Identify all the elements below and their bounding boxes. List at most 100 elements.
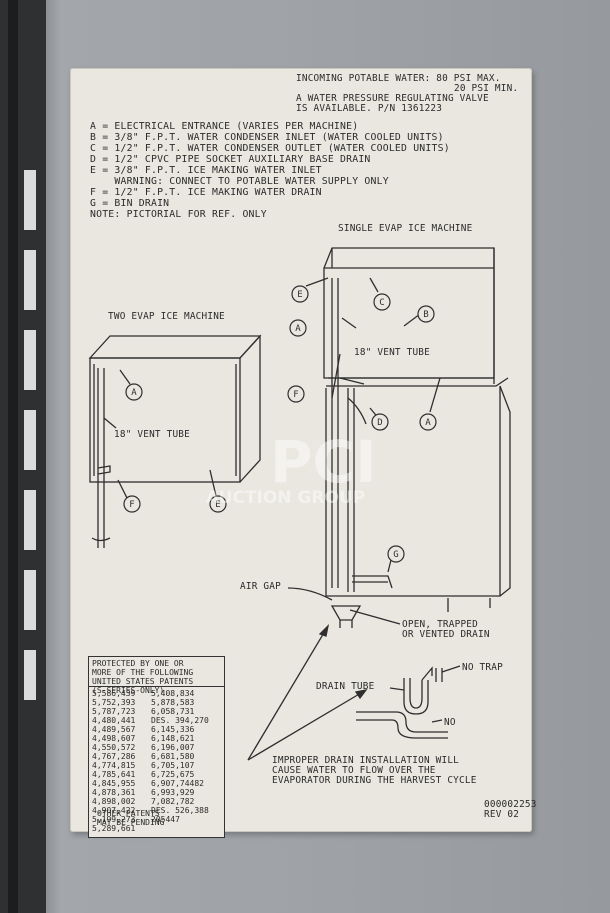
- improper-note-3: EVAPORATOR DURING THE HARVEST CYCLE: [272, 775, 477, 786]
- patent-header: PROTECTED BY ONE OR MORE OF THE FOLLOWIN…: [92, 659, 193, 695]
- watermark-logo: PCI: [270, 428, 377, 496]
- callout-e-single-evap: E: [291, 285, 309, 303]
- svg-text:A: A: [425, 418, 431, 428]
- patent-divider: [89, 686, 224, 687]
- patent-footer-line: MAY BE PENDING: [97, 818, 165, 827]
- no-trap-label: NO TRAP: [462, 662, 503, 673]
- patent-number: 6,145,336: [151, 725, 195, 734]
- patent-number: 6,148,621: [151, 734, 195, 743]
- callout-f-two-evap: F: [123, 495, 141, 513]
- callout-g: G: [387, 545, 405, 563]
- patent-number: 4,767,286: [92, 752, 136, 761]
- patent-number: 4,550,572: [92, 743, 136, 752]
- callout-a-single-lower: A: [419, 413, 437, 431]
- patent-header-line: (S-SERIES-ONLY): [92, 686, 165, 695]
- patent-number: 5,586,439: [92, 689, 136, 698]
- water-pressure-min: 20 PSI MIN.: [454, 83, 519, 94]
- patent-number: 6,705,107: [151, 761, 195, 770]
- installation-diagram: A F E E C B A F D A G: [88, 247, 511, 761]
- air-gap-label: AIR GAP: [240, 581, 281, 592]
- valve-part-number: IS AVAILABLE. P/N 1361223: [296, 103, 443, 114]
- legend-c: C = 1/2" F.P.T. WATER CONDENSER OUTLET (…: [90, 143, 450, 154]
- svg-text:E: E: [215, 500, 220, 510]
- patent-header-line: MORE OF THE FOLLOWING: [92, 668, 194, 677]
- callout-b: B: [417, 305, 435, 323]
- air-gap-drawing: [287, 587, 401, 628]
- patent-number: 4,480,441: [92, 716, 136, 725]
- patent-footer: OTHER PATENTS MAY BE PENDING: [97, 809, 164, 827]
- drain-trap-drawing: [356, 665, 461, 739]
- patent-header-line: PROTECTED BY ONE OR: [92, 659, 184, 668]
- patent-number: 4,907,422: [92, 806, 136, 815]
- patent-number: 4,774,815: [92, 761, 136, 770]
- legend-d: D = 1/2" CPVC PIPE SOCKET AUXILIARY BASE…: [90, 154, 371, 165]
- legend-f: F = 1/2" F.P.T. ICE MAKING WATER DRAIN: [90, 187, 322, 198]
- patent-number: 6,725,675: [151, 770, 195, 779]
- patent-number: 4,845,955: [92, 779, 136, 788]
- watermark-text: AUCTION GROUP: [206, 488, 366, 508]
- water-pressure-max: INCOMING POTABLE WATER: 80 PSI MAX.: [296, 73, 501, 84]
- patent-number: 5,878,583: [151, 698, 195, 707]
- svg-text:D: D: [377, 418, 382, 428]
- patent-number: 6,196,007: [151, 743, 195, 752]
- svg-text:F: F: [129, 500, 134, 510]
- single-evap-title: SINGLE EVAP ICE MACHINE: [338, 223, 473, 234]
- improper-note-2: CAUSE WATER TO FLOW OVER THE: [272, 765, 436, 776]
- patent-number: 5,787,723: [92, 707, 136, 716]
- patent-number: 5,408,834: [151, 689, 195, 698]
- svg-text:A: A: [131, 388, 137, 398]
- regulating-valve-note: A WATER PRESSURE REGULATING VALVE: [296, 93, 489, 104]
- no-label: NO: [444, 717, 456, 728]
- callout-a-single-upper: A: [289, 319, 307, 337]
- single-evap-vent-label: 18" VENT TUBE: [354, 347, 430, 358]
- patent-header-line: UNITED STATES PATENTS: [92, 677, 194, 686]
- improper-note-1: IMPROPER DRAIN INSTALLATION WILL: [272, 755, 460, 766]
- revision-label: REV 02: [484, 809, 520, 820]
- svg-text:F: F: [293, 390, 298, 400]
- patent-number: 205447: [151, 815, 180, 824]
- two-evap-machine-drawing: [88, 334, 262, 548]
- legend-note: NOTE: PICTORIAL FOR REF. ONLY: [90, 209, 267, 220]
- svg-text:C: C: [379, 298, 384, 308]
- svg-text:B: B: [423, 310, 428, 320]
- svg-text:E: E: [297, 290, 302, 300]
- patent-number: 4,498,607: [92, 734, 136, 743]
- patent-number: DES. 526,388: [151, 806, 209, 815]
- patent-number: 4,878,361: [92, 788, 136, 797]
- single-evap-machine-drawing: [305, 247, 511, 612]
- svg-text:G: G: [393, 550, 398, 560]
- legend-warning: WARNING: CONNECT TO POTABLE WATER SUPPLY…: [90, 176, 389, 187]
- patent-number: 4,489,567: [92, 725, 136, 734]
- legend-g: G = BIN DRAIN: [90, 198, 170, 209]
- two-evap-vent-label: 18" VENT TUBE: [114, 429, 190, 440]
- open-trapped-label-2: OR VENTED DRAIN: [402, 629, 490, 640]
- patent-number: 4,785,641: [92, 770, 136, 779]
- callout-d: D: [371, 413, 389, 431]
- document-number: 000002253: [484, 799, 537, 810]
- callout-f-single-evap: F: [287, 385, 305, 403]
- legend-a: A = ELECTRICAL ENTRANCE (VARIES PER MACH…: [90, 121, 359, 132]
- improper-arrows: [247, 624, 368, 761]
- callout-c: C: [373, 293, 391, 311]
- open-trapped-label-1: OPEN, TRAPPED: [402, 619, 478, 630]
- patent-number: 6,907,74482: [151, 779, 204, 788]
- two-evap-title: TWO EVAP ICE MACHINE: [108, 311, 225, 322]
- patent-number: 4,898,002: [92, 797, 136, 806]
- patent-number: 5,752,393: [92, 698, 136, 707]
- legend-b: B = 3/8" F.P.T. WATER CONDENSER INLET (W…: [90, 132, 444, 143]
- wall-slats: [0, 0, 46, 913]
- patent-number: 5,289,661: [92, 824, 136, 833]
- patent-footer-line: OTHER PATENTS: [97, 809, 160, 818]
- callout-a-two-evap: A: [125, 383, 143, 401]
- patent-number: 5,199,273: [92, 815, 136, 824]
- patent-box: PROTECTED BY ONE OR MORE OF THE FOLLOWIN…: [88, 656, 225, 838]
- specification-label: INCOMING POTABLE WATER: 80 PSI MAX. 20 P…: [70, 68, 536, 838]
- patent-number: 7,082,782: [151, 797, 195, 806]
- patent-number: DES. 394,270: [151, 716, 209, 725]
- legend-e: E = 3/8" F.P.T. ICE MAKING WATER INLET: [90, 165, 322, 176]
- patent-number: 6,681,580: [151, 752, 195, 761]
- drain-tube-label: DRAIN TUBE: [316, 681, 375, 692]
- callout-e-two-evap: E: [209, 495, 227, 513]
